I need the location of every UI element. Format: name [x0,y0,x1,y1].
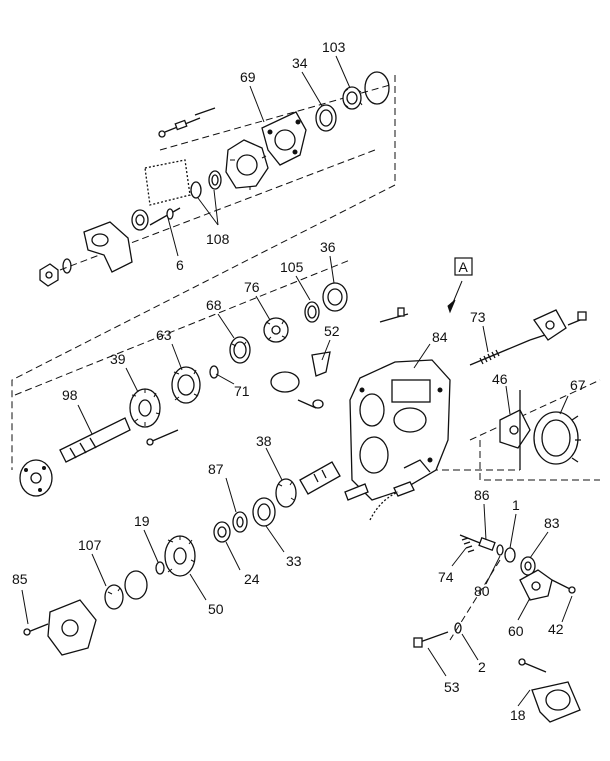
label-73: 73 [470,309,486,325]
washer-2-part [454,622,462,634]
label-85: 85 [12,571,28,587]
label-67: 67 [570,377,586,393]
label-42: 42 [548,621,564,637]
ring-1-part [504,547,516,563]
label-52: 52 [324,323,340,339]
label-24: 24 [244,571,260,587]
lever-46-part [499,390,531,470]
label-1: 1 [512,497,520,513]
label-74: 74 [438,569,454,585]
plate-69-part [261,111,307,166]
ring-19-part [155,561,165,575]
body-60-part [519,569,553,601]
label-60: 60 [508,623,524,639]
label-80: 80 [474,583,490,599]
plunger-86-part [478,537,496,551]
label-34: 34 [292,55,308,71]
stud-6-part [149,207,181,226]
label-84: 84 [432,329,448,345]
bolt-center-part [379,307,409,323]
bolt-53-part [413,631,449,648]
rings-108-part [190,170,222,199]
bolt-42-part [551,579,576,594]
seal-34-part [315,104,337,132]
label-53: 53 [444,679,460,695]
mounting-bracket-part [144,159,191,206]
bolt-set-top [158,107,216,138]
label-39: 39 [110,351,126,367]
fitting-part [344,481,415,521]
solenoid-67-part [533,411,581,465]
callout-labels: 103 34 69 108 6 36 105 76 68 52 63 39 98… [12,39,586,723]
section-marker: A [447,257,473,314]
bracket-right-part [533,309,587,341]
label-98: 98 [62,387,78,403]
label-108: 108 [206,231,230,247]
bearing-68-part [229,336,251,364]
spider-gear-76-part [263,317,289,343]
bearing-107-part [104,570,148,610]
elbow-housing-part [83,209,149,273]
section-marker-label: A [459,259,469,275]
label-83: 83 [544,515,560,531]
label-46: 46 [492,371,508,387]
gear-38-part [275,478,297,508]
label-107: 107 [78,537,102,553]
label-103: 103 [322,39,346,55]
flange-98-part [19,459,53,497]
actuator-52-part [270,351,331,409]
bearing-105-part [304,301,320,323]
gear-63-part [171,366,201,404]
shaft-end-part [299,461,341,495]
top-assembly [39,71,390,287]
label-6: 6 [176,257,184,273]
clip-71-part [209,365,219,379]
label-36: 36 [320,239,336,255]
label-18: 18 [510,707,526,723]
shaft-98-part [59,417,131,463]
bolt-small-part [146,429,179,446]
label-19: 19 [134,513,150,529]
oring-80-part [496,544,504,556]
label-38: 38 [256,433,272,449]
lower-shaft-assembly [23,461,415,656]
valve-assembly [413,534,581,723]
filter-18-part [518,658,581,723]
label-76: 76 [244,279,260,295]
label-2: 2 [478,659,486,675]
label-33: 33 [286,553,302,569]
ring-87-part [232,511,248,533]
middle-shaft-assembly [19,282,409,497]
bearing-36-part [322,282,348,312]
label-68: 68 [206,297,222,313]
label-86: 86 [474,487,490,503]
cover-85-part [23,599,97,656]
bushing-24-part [213,521,231,543]
bearing-33-part [252,497,276,527]
main-housing-84-part [349,359,451,501]
label-63: 63 [156,327,172,343]
gear-50-part [164,535,196,577]
label-71: 71 [234,383,250,399]
label-69: 69 [240,69,256,85]
gear-body-part [225,139,269,190]
leader-lines [21,55,573,707]
gear-39-part [129,388,161,428]
label-87: 87 [208,461,224,477]
bearing-103-part [342,71,390,110]
nut-left-part [39,258,72,287]
label-105: 105 [280,259,304,275]
label-50: 50 [208,601,224,617]
right-assembly [469,309,587,470]
